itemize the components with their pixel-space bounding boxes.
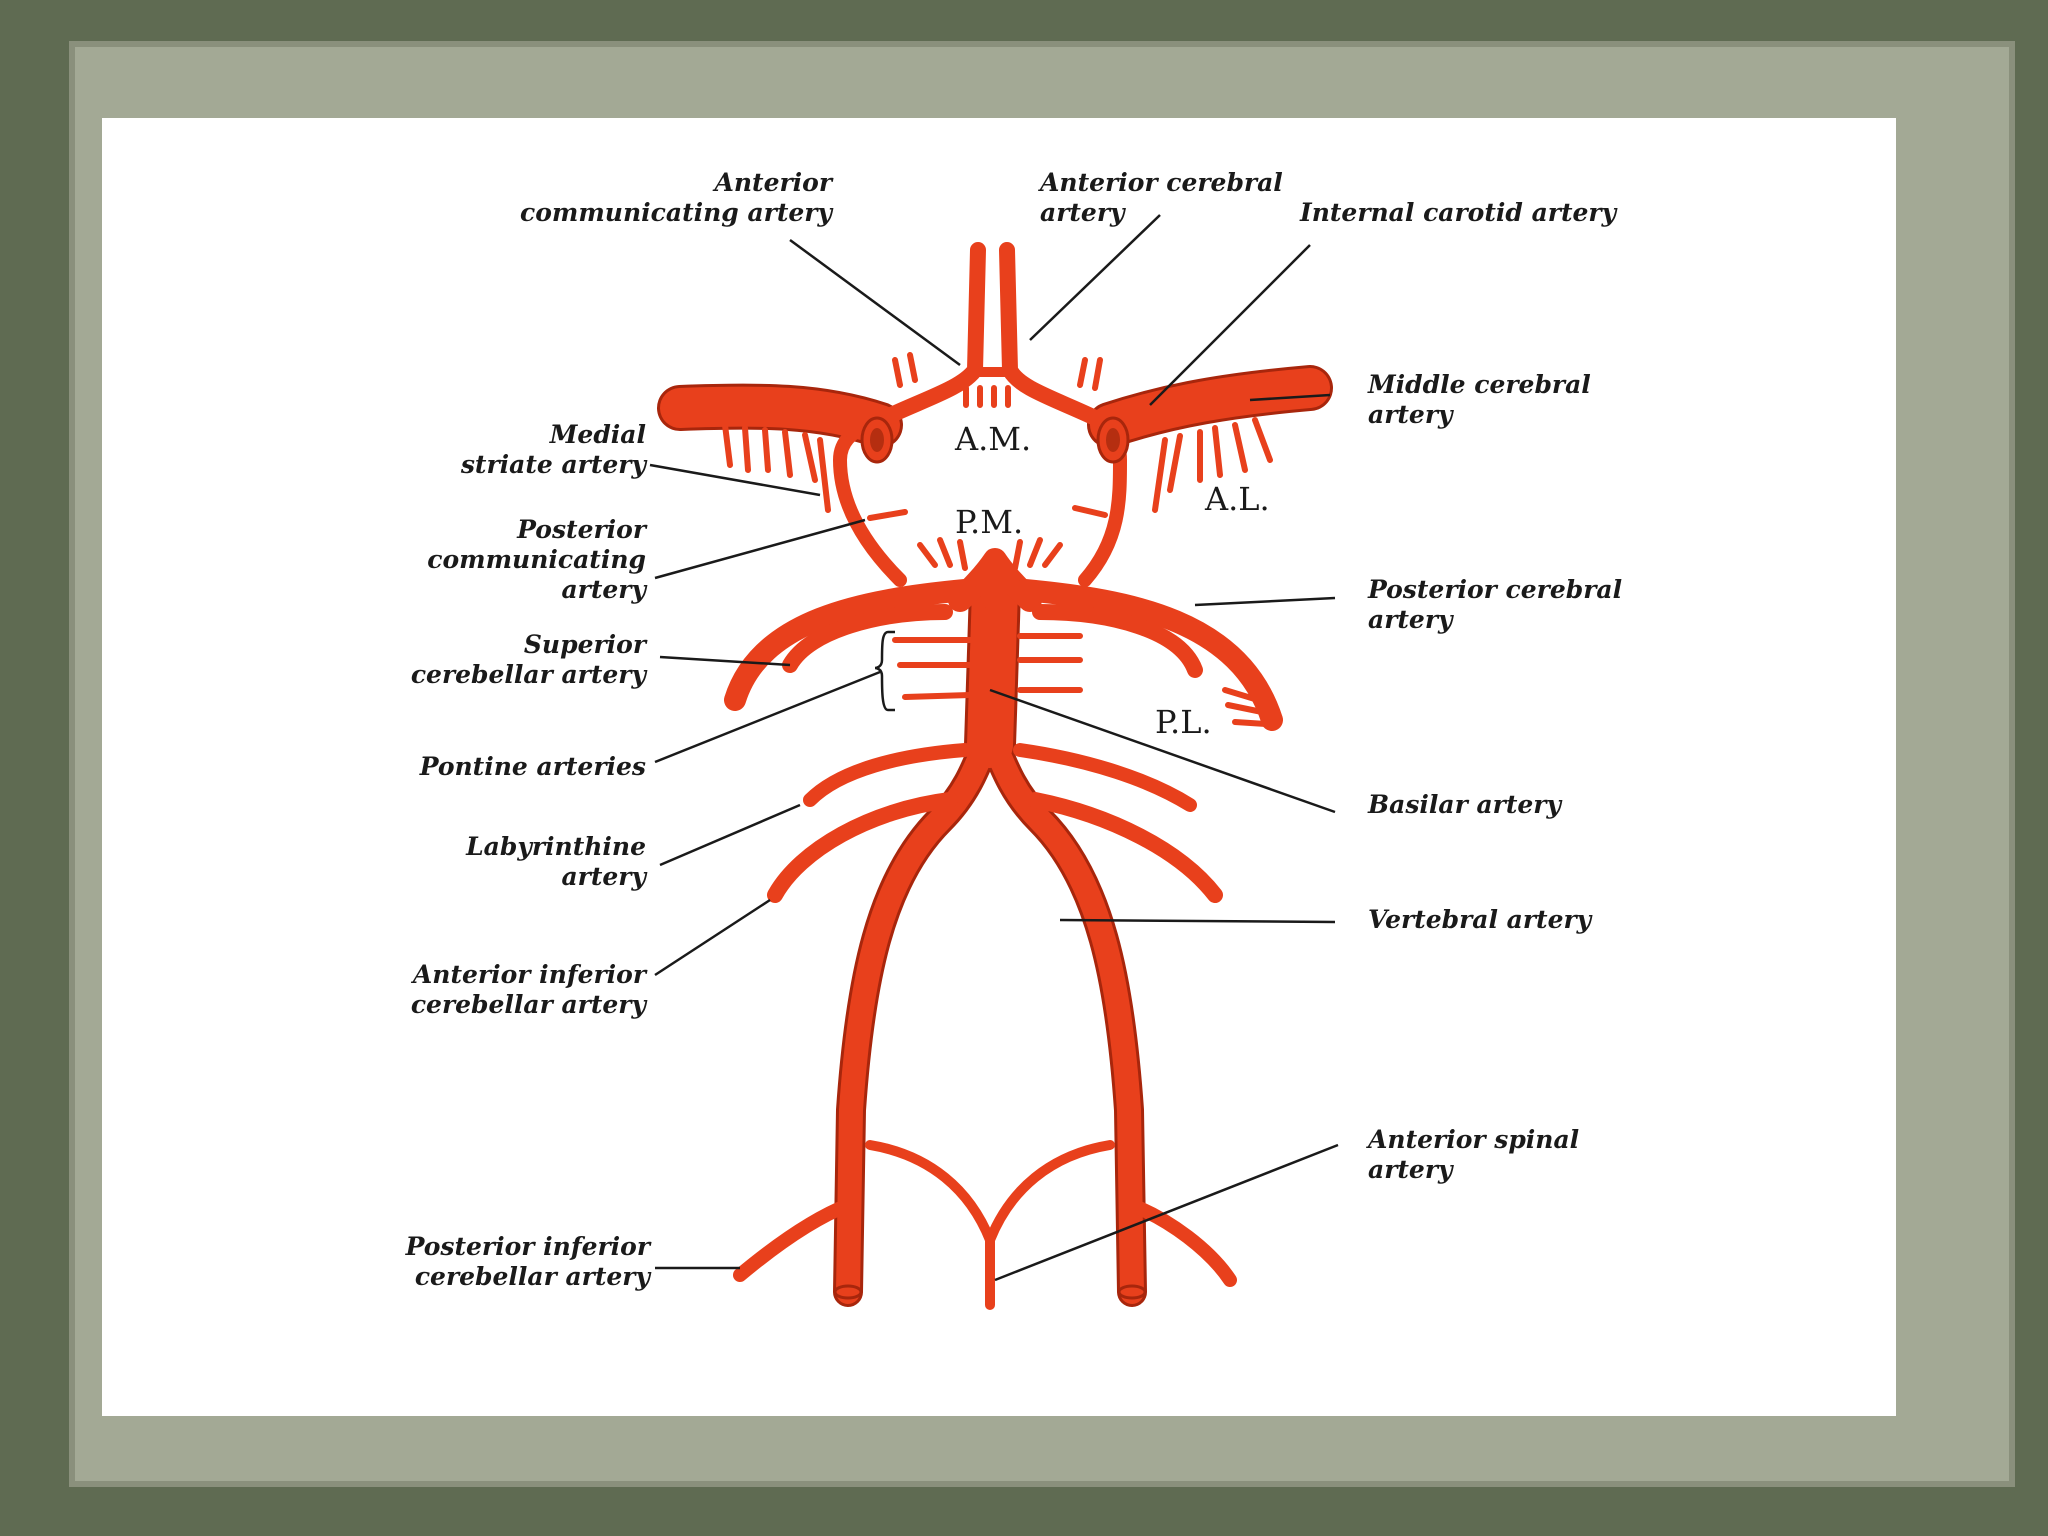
label-anterior-inferior-cerebellar-artery: Anterior inferior cerebellar artery [410, 960, 646, 1019]
region-pm: P.M. [955, 503, 1024, 541]
label-anterior-communicating-artery: Anterior communicating artery [520, 168, 832, 227]
aica-right [1027, 792, 1223, 903]
posterior-cerebral-left [724, 579, 976, 711]
posteromedial-branches [917, 537, 1063, 571]
posterolateral-branches [1222, 687, 1269, 727]
artery-vessels [657, 242, 1333, 1310]
pontine-arteries-right [1017, 633, 1083, 693]
pontine-arteries-left [892, 637, 973, 700]
label-basilar-artery: Basilar artery [1368, 790, 1561, 819]
label-internal-carotid-artery: Internal carotid artery [1300, 198, 1617, 227]
superior-cerebellar-left [782, 604, 953, 673]
anteromedial-branches [963, 385, 1011, 408]
label-posterior-communicating-artery: Posterior communicating artery [427, 515, 646, 604]
label-anterior-spinal-artery: Anterior spinal artery [1368, 1125, 1580, 1184]
label-vertebral-artery: Vertebral artery [1368, 905, 1592, 934]
pica-right [1125, 1198, 1237, 1287]
label-posterior-inferior-cerebellar-artery: Posterior inferior cerebellar artery [405, 1232, 650, 1291]
striate-branches-left [722, 422, 831, 513]
label-medial-striate-artery: Medial striate artery [460, 420, 646, 479]
superior-cerebellar-right [1032, 604, 1203, 678]
striate-branches-right [1152, 417, 1273, 513]
labyrinthine-right [1013, 743, 1197, 812]
label-anterior-cerebral-artery: Anterior cerebral artery [1040, 168, 1283, 227]
label-posterior-cerebral-artery: Posterior cerebral artery [1368, 575, 1623, 634]
aica-left [767, 792, 958, 903]
pontine-bracket [874, 630, 895, 712]
leader-lines [649, 214, 1339, 1282]
anterior-spinal-artery [865, 1140, 1115, 1310]
labyrinthine-left [803, 743, 972, 807]
label-middle-cerebral-artery: Middle cerebral artery [1368, 370, 1591, 429]
region-pl: P.L. [1155, 703, 1212, 741]
region-al: A.L. [1205, 480, 1270, 518]
label-labyrinthine-artery: Labyrinthine artery [466, 832, 646, 891]
label-superior-cerebellar-artery: Superior cerebellar artery [410, 630, 646, 689]
pica-left [733, 1198, 855, 1282]
posterior-cerebral-right [1014, 579, 1283, 731]
label-pontine-arteries: Pontine arteries [419, 752, 646, 781]
region-am: A.M. [955, 420, 1032, 458]
